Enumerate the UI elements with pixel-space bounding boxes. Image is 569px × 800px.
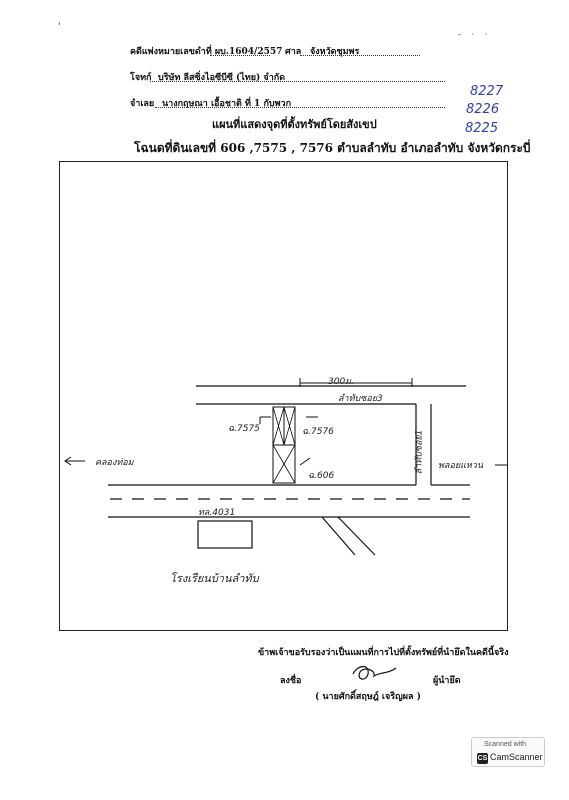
defendant-value: นางกฤษณา เอื้อชาติ ที่ 1 กับพวก	[162, 99, 292, 109]
certify-text: ข้าพเจ้าขอรับรองว่าเป็นแผนที่การไปที่ตั้…	[258, 648, 509, 658]
plaintiff-underline	[150, 81, 445, 82]
branch-road-2	[337, 516, 376, 556]
role-label: ผู้นำยึด	[433, 676, 461, 686]
map-drawing	[64, 378, 507, 556]
school-label: โรงเรียนบ้านลำทับ	[170, 572, 259, 585]
right-direction-label: พลอยแหวน	[438, 461, 484, 471]
sign-label: ลงชื่อ	[280, 676, 302, 686]
signature	[352, 665, 397, 680]
pointer-606	[299, 457, 311, 466]
plaintiff-label: โจทก์	[130, 73, 152, 83]
deed-7576-label: ฉ.7576	[302, 427, 334, 437]
signer-name: ( นายศักดิ์สฤษฎ์ เจริญผล )	[315, 692, 421, 702]
left-direction-label: คลองท่อม	[95, 458, 134, 468]
road-top-label: ลำทับซอย3	[338, 394, 383, 404]
deed-606-label: ฉ.606	[308, 471, 335, 481]
distance-label: 300ม.	[328, 377, 354, 387]
corner-scribble-right: - · ·	[458, 30, 492, 39]
case-number: คดีแพ่งหมายเลขดำที่ ผบ.1604/2557	[130, 47, 283, 57]
map-frame: 300ม. ลำทับซอย3 ฉ.7575 ฉ.7576 ฉ.606 คลอง…	[59, 161, 508, 631]
deed-7575-label: ฉ.7575	[228, 424, 260, 434]
parcel-606	[272, 444, 296, 484]
left-arrow-head	[64, 456, 72, 466]
court-label: ศาล	[285, 47, 302, 57]
court-value: จังหวัดชุมพร	[310, 47, 360, 57]
camscanner-badge: Scanned with CS CamScanner	[471, 737, 545, 767]
highway-label: ทล.4031	[198, 508, 236, 518]
handwritten-number-1: 8227	[470, 84, 504, 99]
deed-title: โฉนดที่ดินเลขที่ 606 ,7575 , 7576 ตำบลลำ…	[134, 141, 531, 155]
defendant-underline	[155, 107, 445, 108]
camscanner-logo-icon: CS	[477, 753, 488, 764]
side-road-label: ลำทับซอย1	[414, 429, 425, 475]
plaintiff-value: บริษัท ลีสซิ่งไอซีบีซี (ไทย) จำกัด	[158, 73, 286, 83]
camscanner-top-text: Scanned with	[484, 741, 527, 748]
school-building	[197, 520, 253, 549]
handwritten-number-2: 8226	[466, 102, 500, 117]
handwritten-number-3: 8225	[465, 121, 499, 136]
defendant-label: จำเลย	[130, 99, 155, 109]
corner-scribble-left: '	[58, 22, 61, 32]
camscanner-brand: CamScanner	[490, 752, 543, 762]
case-underline	[210, 55, 270, 56]
map-title: แผนที่แสดงจุดที่ตั้งทรัพย์โดยสังเขป	[212, 118, 377, 131]
court-underline	[300, 55, 420, 56]
branch-road-1	[321, 516, 356, 556]
